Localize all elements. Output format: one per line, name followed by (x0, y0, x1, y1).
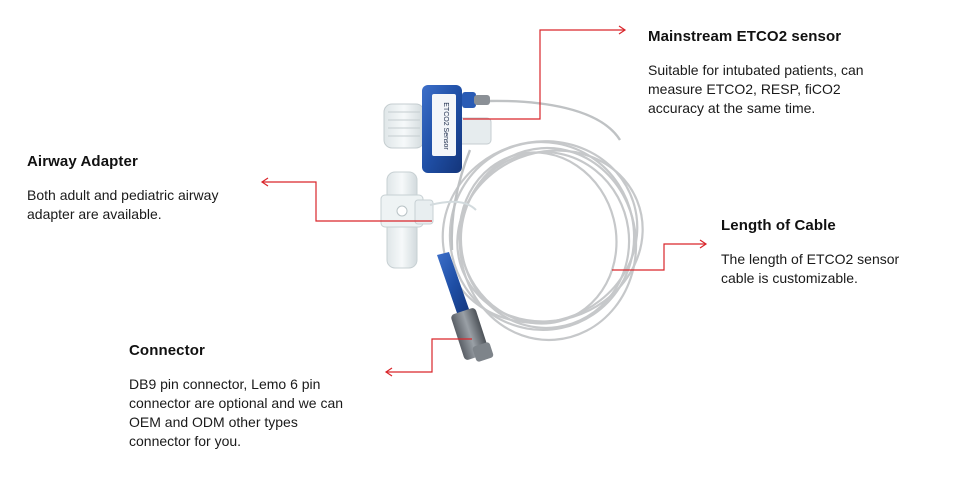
cable-coil (441, 140, 644, 342)
callout-airway-body: Both adult and pediatric airway adapter … (27, 187, 219, 222)
arrowhead-connector (384, 367, 393, 377)
leader-line-airway (262, 181, 432, 222)
lemo-connector (451, 308, 494, 362)
leader-line-sensor (463, 29, 625, 120)
sensor-body: ETCO2 Sensor (422, 85, 490, 173)
airway-adapter (380, 171, 477, 269)
callout-airway-adapter: Airway Adapter Both adult and pediatric … (27, 153, 287, 224)
callout-airway-title: Airway Adapter (27, 153, 138, 170)
sensor-label: ETCO2 Sensor (442, 102, 449, 150)
strain-relief (437, 252, 470, 316)
leader-line-connector (386, 338, 472, 373)
callout-sensor-body: Suitable for intubated patients, can mea… (648, 62, 864, 116)
callout-connector-title: Connector (129, 342, 205, 359)
arrowhead-sensor (618, 25, 627, 35)
callout-cable-length: Length of Cable The length of ETCO2 sens… (721, 217, 951, 288)
arrowhead-cable (699, 239, 708, 249)
callout-sensor: Mainstream ETCO2 sensor Suitable for int… (648, 28, 948, 118)
leader-lines (260, 25, 708, 377)
callout-connector: Connector DB9 pin connector, Lemo 6 pin … (129, 342, 419, 451)
callout-cable-title: Length of Cable (721, 217, 836, 234)
callout-connector-body: DB9 pin connector, Lemo 6 pin connector … (129, 376, 344, 449)
leader-line-cable (612, 243, 706, 271)
callout-sensor-title: Mainstream ETCO2 sensor (648, 28, 842, 45)
arrowhead-airway (260, 177, 269, 187)
callout-cable-body: The length of ETCO2 sensor cable is cust… (721, 251, 900, 286)
